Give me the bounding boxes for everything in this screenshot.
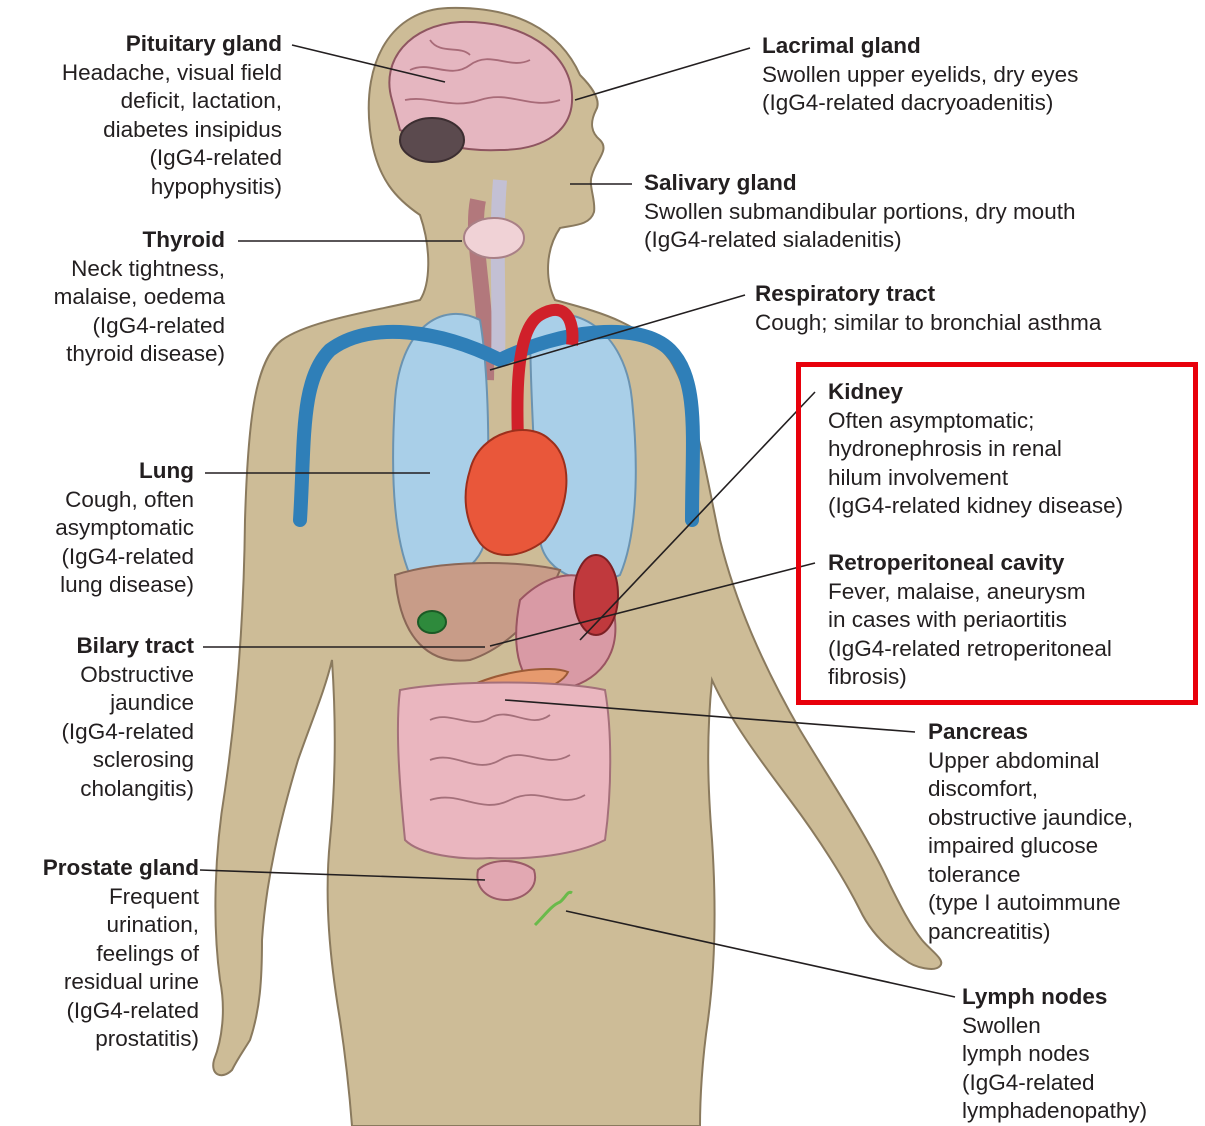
salivary-line: (IgG4-related sialadenitis) — [644, 226, 1075, 255]
intestines — [398, 683, 610, 859]
retroperitoneal-title: Retroperitoneal cavity — [828, 549, 1112, 578]
lymph-title: Lymph nodes — [962, 983, 1147, 1012]
bilary-line: sclerosing — [61, 746, 194, 775]
prostate-title: Prostate gland — [43, 854, 199, 883]
retroperitoneal-line: Fever, malaise, aneurysm — [828, 578, 1112, 607]
prostate-line: urination, — [43, 911, 199, 940]
bilary-title: Bilary tract — [61, 632, 194, 661]
label-retroperitoneal-cavity: Retroperitoneal cavity Fever, malaise, a… — [828, 549, 1112, 692]
pancreas-line: Upper abdominal — [928, 747, 1133, 776]
gall-bladder — [418, 611, 446, 633]
label-thyroid: Thyroid Neck tightness, malaise, oedema … — [54, 226, 225, 369]
respiratory-line: Cough; similar to bronchial asthma — [755, 309, 1101, 338]
lung-line: asymptomatic — [55, 514, 194, 543]
respiratory-title: Respiratory tract — [755, 280, 1101, 309]
pituitary-line: deficit, lactation, — [62, 87, 282, 116]
label-lacrimal-gland: Lacrimal gland Swollen upper eyelids, dr… — [762, 32, 1078, 118]
salivary-line: Swollen submandibular portions, dry mout… — [644, 198, 1075, 227]
kidney-line: hilum involvement — [828, 464, 1123, 493]
prostate-line: residual urine — [43, 968, 199, 997]
thyroid-title: Thyroid — [54, 226, 225, 255]
label-respiratory-tract: Respiratory tract Cough; similar to bron… — [755, 280, 1101, 337]
lymph-line: (IgG4-related — [962, 1069, 1147, 1098]
pancreas-line: pancreatitis) — [928, 918, 1133, 947]
salivary-title: Salivary gland — [644, 169, 1075, 198]
lacrimal-line: (IgG4-related dacryoadenitis) — [762, 89, 1078, 118]
pituitary-line: hypophysitis) — [62, 173, 282, 202]
lymph-line: lymph nodes — [962, 1040, 1147, 1069]
pancreas-title: Pancreas — [928, 718, 1133, 747]
thyroid-line: thyroid disease) — [54, 340, 225, 369]
label-salivary-gland: Salivary gland Swollen submandibular por… — [644, 169, 1075, 255]
retroperitoneal-line: (IgG4-related retroperitoneal — [828, 635, 1112, 664]
pancreas-line: (type I autoimmune — [928, 889, 1133, 918]
label-kidney: Kidney Often asymptomatic; hydronephrosi… — [828, 378, 1123, 521]
lung-line: (IgG4-related — [55, 543, 194, 572]
prostate-organ — [477, 861, 535, 900]
retroperitoneal-line: fibrosis) — [828, 663, 1112, 692]
label-pituitary-gland: Pituitary gland Headache, visual field d… — [62, 30, 282, 201]
kidney-line: hydronephrosis in renal — [828, 435, 1123, 464]
kidney-line: (IgG4-related kidney disease) — [828, 492, 1123, 521]
label-pancreas: Pancreas Upper abdominal discomfort, obs… — [928, 718, 1133, 946]
lung-title: Lung — [55, 457, 194, 486]
bilary-line: cholangitis) — [61, 775, 194, 804]
retroperitoneal-line: in cases with periaortitis — [828, 606, 1112, 635]
lung-line: Cough, often — [55, 486, 194, 515]
pituitary-line: Headache, visual field — [62, 59, 282, 88]
trachea — [498, 180, 500, 360]
lacrimal-line: Swollen upper eyelids, dry eyes — [762, 61, 1078, 90]
prostate-line: feelings of — [43, 940, 199, 969]
prostate-line: prostatitis) — [43, 1025, 199, 1054]
label-lymph-nodes: Lymph nodes Swollen lymph nodes (IgG4-re… — [962, 983, 1147, 1126]
pancreas-line: impaired glucose — [928, 832, 1133, 861]
thyroid-gland — [464, 218, 524, 258]
bilary-line: (IgG4-related — [61, 718, 194, 747]
pituitary-line: diabetes insipidus — [62, 116, 282, 145]
bilary-line: jaundice — [61, 689, 194, 718]
pituitary-line: (IgG4-related — [62, 144, 282, 173]
lung-line: lung disease) — [55, 571, 194, 600]
lymph-line: Swollen — [962, 1012, 1147, 1041]
thyroid-line: Neck tightness, — [54, 255, 225, 284]
thyroid-line: (IgG4-related — [54, 312, 225, 341]
pancreas-line: tolerance — [928, 861, 1133, 890]
kidney-line: Often asymptomatic; — [828, 407, 1123, 436]
pancreas-line: discomfort, — [928, 775, 1133, 804]
lymph-line: lymphadenopathy) — [962, 1097, 1147, 1126]
kidney-title: Kidney — [828, 378, 1123, 407]
label-prostate-gland: Prostate gland Frequent urination, feeli… — [43, 854, 199, 1054]
thyroid-line: malaise, oedema — [54, 283, 225, 312]
pancreas-line: obstructive jaundice, — [928, 804, 1133, 833]
prostate-line: (IgG4-related — [43, 997, 199, 1026]
pituitary-title: Pituitary gland — [62, 30, 282, 59]
bilary-line: Obstructive — [61, 661, 194, 690]
lacrimal-title: Lacrimal gland — [762, 32, 1078, 61]
prostate-line: Frequent — [43, 883, 199, 912]
label-bilary-tract: Bilary tract Obstructive jaundice (IgG4-… — [61, 632, 194, 803]
label-lung: Lung Cough, often asymptomatic (IgG4-rel… — [55, 457, 194, 600]
